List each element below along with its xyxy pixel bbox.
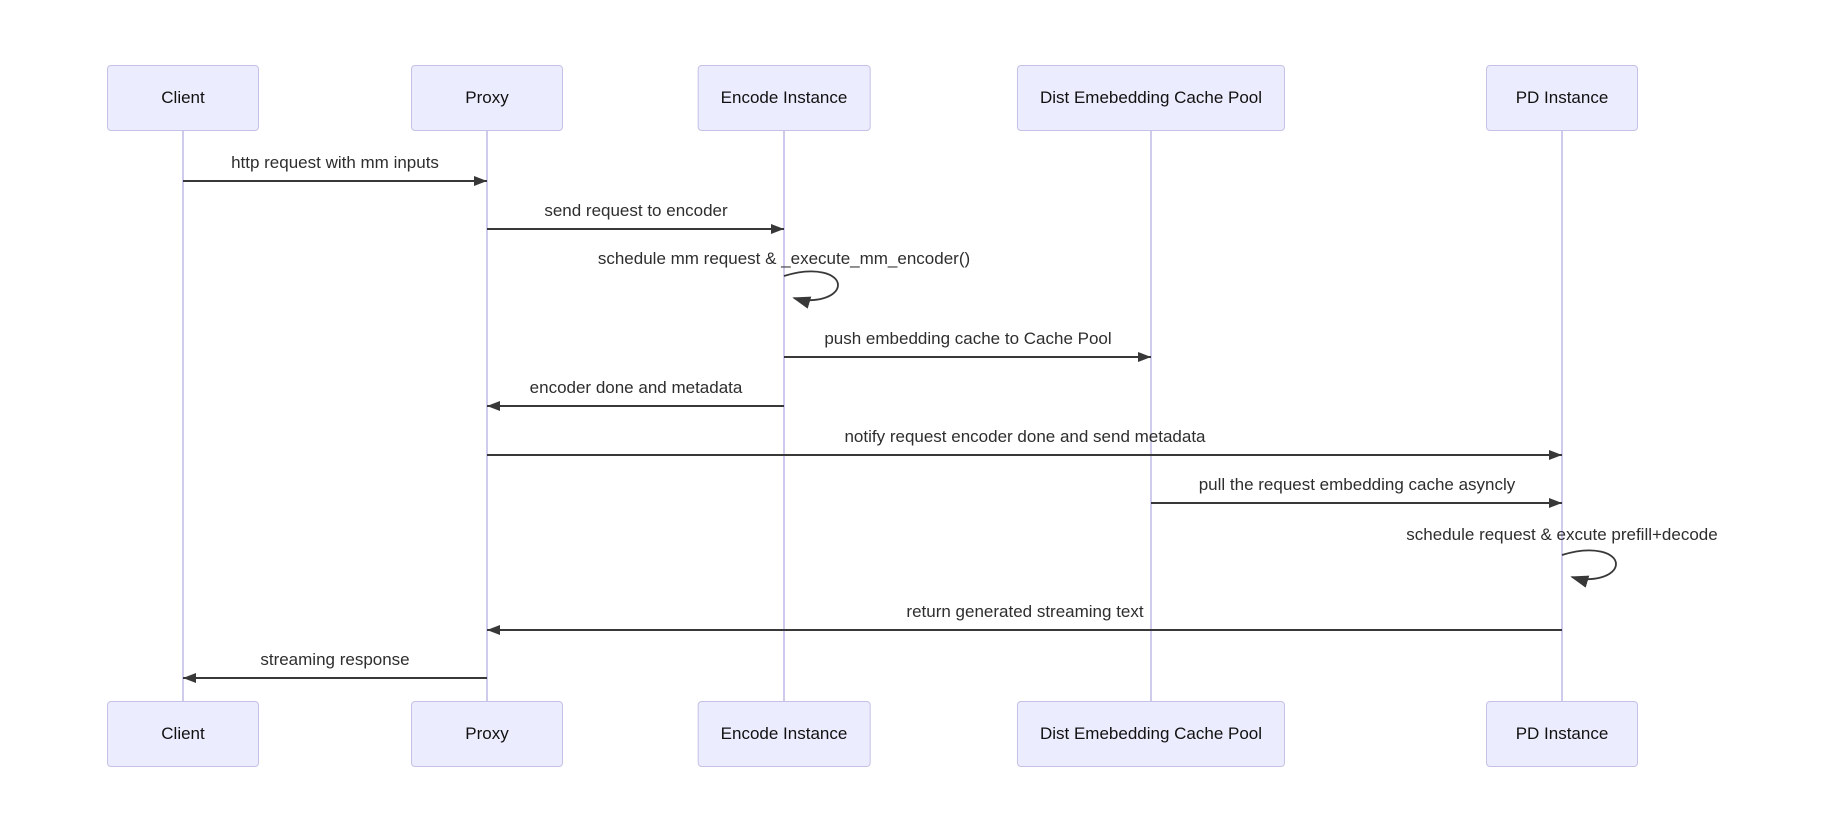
message-arrow: [784, 352, 1151, 362]
message-label: schedule request & excute prefill+decode: [1406, 525, 1718, 544]
arrowhead-right-icon: [1549, 450, 1562, 460]
message-arrow: [183, 673, 487, 683]
arrowhead-left-icon: [487, 625, 500, 635]
message-label: pull the request embedding cache asyncly: [1198, 475, 1516, 494]
self-loop-arrow: [783, 270, 839, 309]
message-arrow: [487, 450, 1562, 460]
message-label: encoder done and metadata: [529, 378, 743, 397]
arrowhead-right-icon: [1549, 498, 1562, 508]
message-label: http request with mm inputs: [231, 153, 439, 172]
lifeline-encode-instance: [783, 131, 785, 701]
message-label: streaming response: [260, 650, 410, 669]
arrowhead-right-icon: [1138, 352, 1151, 362]
message-label: notify request encoder done and send met…: [844, 427, 1206, 446]
actor-pd-instance-bottom: PD Instance: [1486, 701, 1638, 767]
message-arrow: [1151, 498, 1562, 508]
arrowhead-right-icon: [474, 176, 487, 186]
arrowhead-right-icon: [771, 224, 784, 234]
message-label: return generated streaming text: [906, 602, 1144, 621]
lifeline-pd-instance: [1561, 131, 1563, 701]
self-loop-arrow: [1561, 549, 1617, 588]
arrowhead-left-icon: [183, 673, 196, 683]
actor-encode-instance-bottom: Encode Instance: [697, 701, 871, 767]
message-arrow: [487, 625, 1562, 635]
message-arrow: [487, 401, 784, 411]
message-label: schedule mm request & _execute_mm_encode…: [597, 249, 971, 268]
actor-proxy-bottom: Proxy: [411, 701, 563, 767]
actor-proxy-top: Proxy: [411, 65, 563, 131]
actor-client-bottom: Client: [107, 701, 259, 767]
lifeline-proxy: [486, 131, 488, 701]
message-arrow: [487, 224, 784, 234]
arrowhead-left-icon: [487, 401, 500, 411]
message-label: push embedding cache to Cache Pool: [824, 329, 1112, 348]
lifeline-client: [182, 131, 184, 701]
lifeline-dist-embedding-cache-pool: [1150, 131, 1152, 701]
actor-client-top: Client: [107, 65, 259, 131]
actor-encode-instance-top: Encode Instance: [697, 65, 871, 131]
actor-pd-instance-top: PD Instance: [1486, 65, 1638, 131]
actor-dist-embedding-cache-pool-top: Dist Emebedding Cache Pool: [1016, 65, 1286, 131]
message-arrow: [183, 176, 487, 186]
message-label: send request to encoder: [544, 201, 728, 220]
actor-dist-embedding-cache-pool-bottom: Dist Emebedding Cache Pool: [1016, 701, 1286, 767]
